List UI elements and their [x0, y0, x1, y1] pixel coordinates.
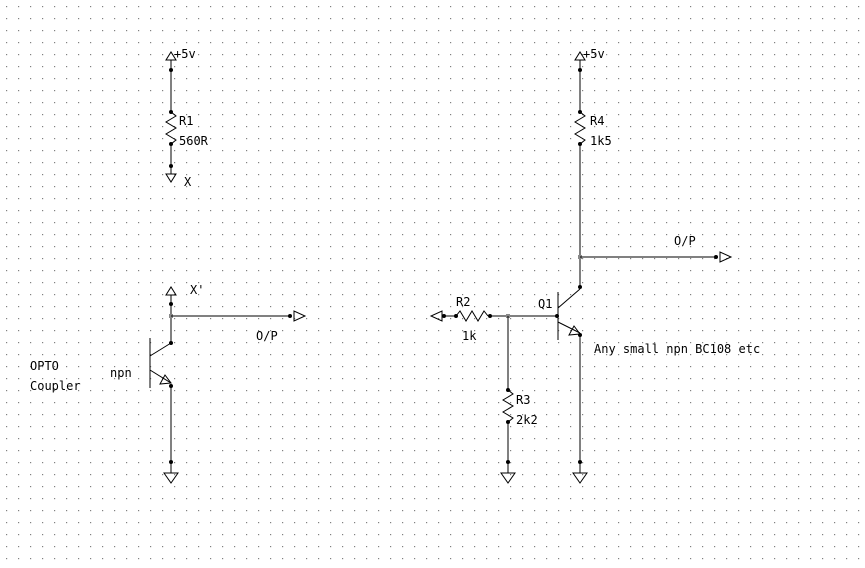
- op-right-wire: [580, 251, 733, 263]
- op-right-label: O/P: [674, 234, 696, 248]
- opto-label-line1: OPTO: [30, 359, 59, 373]
- op-left-wire: [171, 310, 307, 322]
- r1-ref-label: R1: [179, 114, 193, 128]
- r2-ref-label: R2: [456, 295, 470, 309]
- resistor-r3: [502, 316, 514, 464]
- ground-left: [163, 462, 179, 484]
- r1-value-label: 560R: [179, 134, 209, 148]
- opto-label-line2: Coupler: [30, 379, 81, 393]
- r3-value-label: 2k2: [516, 413, 538, 427]
- node-x-symbol: [165, 166, 177, 183]
- r3-ref-label: R3: [516, 393, 530, 407]
- ground-right-q1: [572, 462, 588, 484]
- node-x-prime-label: X': [190, 283, 204, 297]
- vcc-left-label: +5v: [174, 47, 196, 61]
- q1-ref-label: Q1: [538, 297, 552, 311]
- resistor-r2: [429, 310, 559, 322]
- q1-desc-label: Any small npn BC108 etc: [594, 342, 760, 356]
- r4-ref-label: R4: [590, 114, 604, 128]
- vcc-right-label: +5v: [583, 47, 605, 61]
- opto-type-label: npn: [110, 366, 132, 380]
- ground-right-r3: [500, 462, 516, 484]
- r2-value-label: 1k: [462, 329, 477, 343]
- node-x-label: X: [184, 175, 192, 189]
- op-left-label: O/P: [256, 329, 278, 343]
- opto-transistor: [149, 304, 173, 464]
- r4-value-label: 1k5: [590, 134, 612, 148]
